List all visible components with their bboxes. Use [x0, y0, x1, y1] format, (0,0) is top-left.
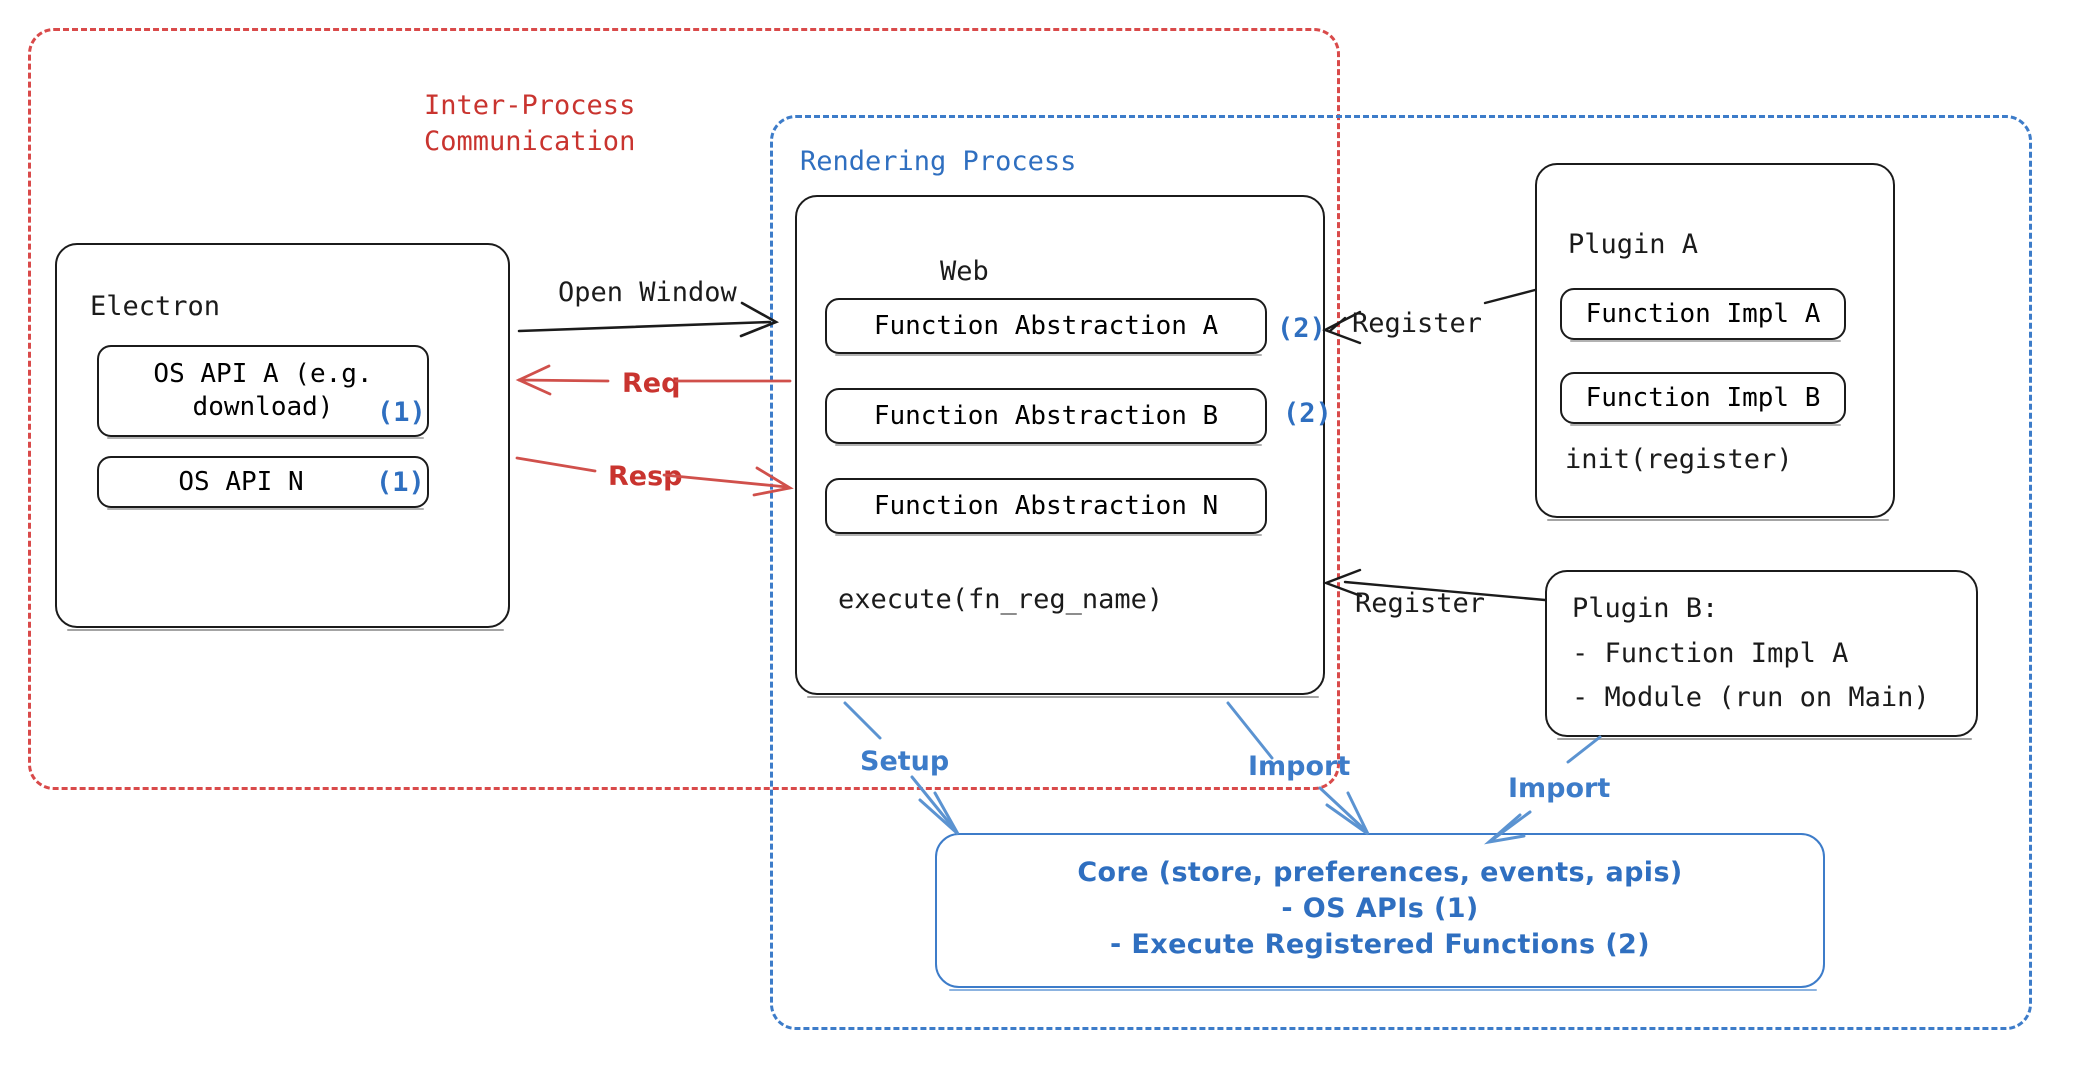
plugin-a-function-impl-a-label: Function Impl A [1585, 298, 1821, 329]
plugin-a-function-impl-a-box[interactable]: Function Impl A [1560, 288, 1846, 342]
function-abstraction-b-label: Function Abstraction B [873, 400, 1219, 431]
plugin-a-function-impl-b-box[interactable]: Function Impl B [1560, 372, 1846, 426]
rendering-process-label: Rendering Process [800, 146, 1077, 177]
arrow-label-register-bottom: Register [1355, 588, 1486, 619]
arrow-label-import-web: Import [1248, 751, 1351, 782]
plugin-b-line-0: Plugin B: [1572, 593, 1719, 624]
function-abstraction-b-box[interactable]: Function Abstraction B [825, 388, 1267, 446]
arrow-label-setup: Setup [860, 746, 950, 777]
plugin-b-box [1545, 570, 1978, 740]
core-line-1: - OS APIs (1) [1281, 893, 1479, 924]
arrow-label-req: Req [622, 368, 681, 399]
plugin-b-line-2: - Module (run on Main) [1572, 682, 1930, 713]
plugin-a-function-impl-b-label: Function Impl B [1585, 382, 1821, 413]
plugin-a-footer: init(register) [1565, 444, 1793, 475]
arrow-label-import-plugin-b: Import [1508, 773, 1611, 804]
plugin-b-line-1: - Function Impl A [1572, 638, 1849, 669]
web-title: Web [940, 256, 989, 287]
ipc-label: Inter-Process Communication [424, 90, 636, 157]
core-box [935, 833, 1825, 991]
arrow-label-register-top: Register [1352, 308, 1483, 339]
function-abstraction-n-box[interactable]: Function Abstraction N [825, 478, 1267, 536]
web-footer: execute(fn_reg_name) [838, 584, 1164, 615]
function-abstraction-n-label: Function Abstraction N [873, 490, 1219, 521]
container-inter-process-communication [28, 28, 1340, 790]
core-line-0: Core (store, preferences, events, apis) [1077, 857, 1683, 888]
os-api-a-label: OS API A (e.g. download) [153, 359, 373, 422]
os-api-a-box[interactable]: OS API A (e.g. download) [97, 345, 429, 439]
core-line-2: - Execute Registered Functions (2) [1110, 929, 1650, 960]
os-api-n-label: OS API N [178, 466, 304, 497]
arrow-label-resp: Resp [608, 461, 683, 492]
os-api-a-marker: (1) [377, 397, 426, 428]
function-abstraction-a-label: Function Abstraction A [873, 310, 1219, 341]
function-abstraction-a-marker: (2) [1277, 313, 1326, 344]
container-rendering-process [770, 115, 2032, 1030]
plugin-a-title: Plugin A [1568, 229, 1699, 260]
os-api-n-marker: (1) [376, 467, 425, 498]
os-api-n-box[interactable]: OS API N [97, 456, 429, 510]
arrow-label-open-window: Open Window [558, 277, 737, 308]
electron-title: Electron [90, 291, 221, 322]
function-abstraction-a-box[interactable]: Function Abstraction A [825, 298, 1267, 356]
function-abstraction-b-marker: (2) [1283, 398, 1332, 429]
